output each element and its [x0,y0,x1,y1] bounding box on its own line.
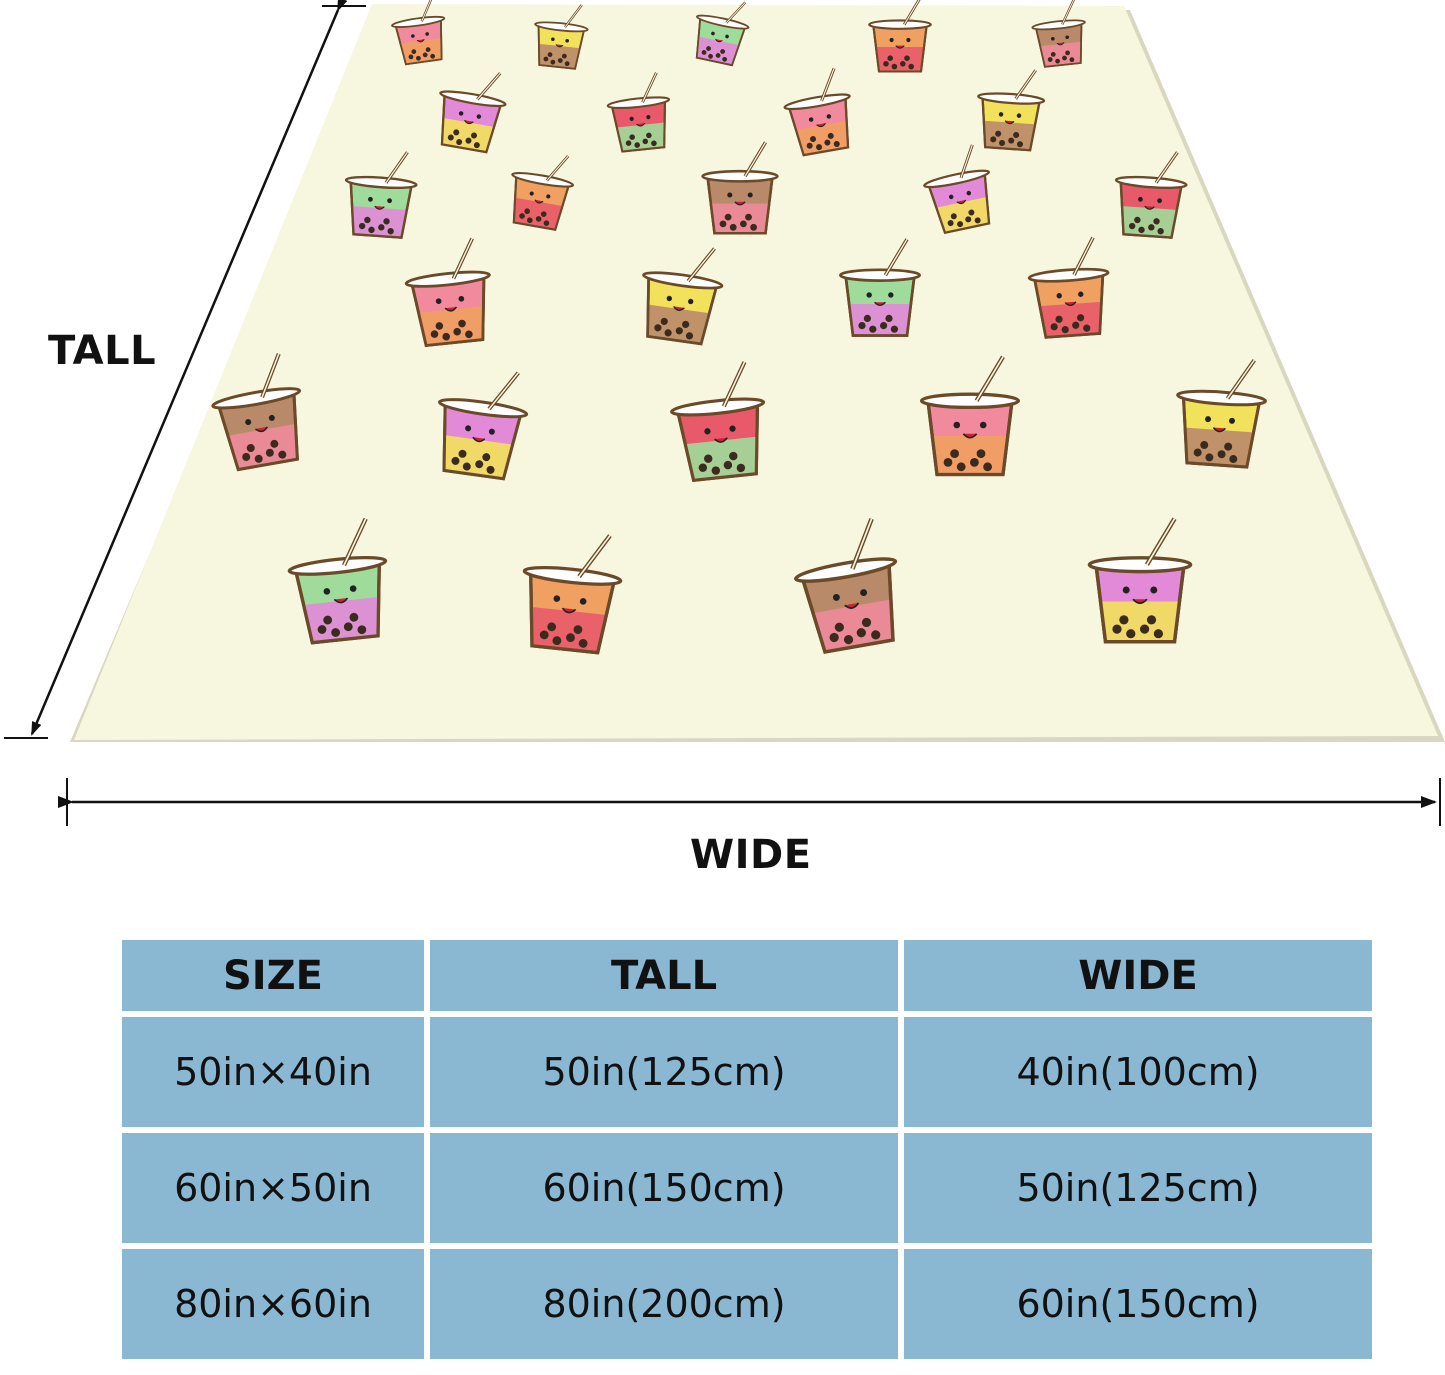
boba-cup-icon [695,1,750,67]
boba-cup-icon [919,355,1021,477]
cell-tall: 50in(125cm) [430,1017,898,1127]
boba-cup-icon [211,353,302,472]
boba-cup-icon [977,69,1046,152]
boba-cup-icon [794,517,898,654]
boba-cup-icon [606,72,671,153]
boba-cup-icon [534,4,589,70]
table-row: 80in×60in 80in(200cm) 60in(150cm) [122,1249,1372,1359]
boba-cup-pattern [211,0,1267,655]
boba-cup-icon [868,0,932,73]
boba-cup-icon [391,0,446,66]
blanket-image [70,0,1445,742]
boba-cup-icon [1176,359,1267,469]
size-table: SIZE TALL WIDE 50in×40in 50in(125cm) 40i… [116,934,1378,1365]
tall-label: TALL [48,328,157,374]
wide-dimension-arrow [58,778,1441,826]
cell-wide: 60in(150cm) [904,1249,1372,1359]
header-size: SIZE [122,940,424,1011]
boba-cup-icon [839,238,921,337]
header-tall: TALL [430,940,898,1011]
boba-cup-icon [287,517,388,645]
boba-cup-icon [1027,236,1110,339]
cell-wide: 50in(125cm) [904,1133,1372,1243]
boba-cup-icon [511,154,575,231]
table-row: 50in×40in 50in(125cm) 40in(100cm) [122,1017,1372,1127]
boba-cup-icon [783,67,851,157]
blanket-figure [4,0,1445,742]
boba-cup-icon [923,144,991,234]
cell-tall: 80in(200cm) [430,1249,898,1359]
table-header-row: SIZE TALL WIDE [122,940,1372,1011]
blanket-surface [74,4,1438,740]
boba-cup-icon [1087,517,1193,644]
cell-tall: 60in(150cm) [430,1133,898,1243]
boba-cup-icon [1031,0,1086,68]
header-wide: WIDE [904,940,1372,1011]
tall-dimension-arrow [4,0,366,739]
cell-wide: 40in(100cm) [904,1017,1372,1127]
table-row: 60in×50in 60in(150cm) 50in(125cm) [122,1133,1372,1243]
boba-cup-icon [1114,151,1188,239]
boba-cup-icon [439,72,507,154]
cell-size: 60in×50in [122,1133,424,1243]
cell-size: 80in×60in [122,1249,424,1359]
boba-cup-icon [344,151,418,239]
boba-cup-icon [701,141,779,235]
boba-cup-icon [642,247,724,346]
wide-label: WIDE [690,832,812,878]
boba-cup-icon [670,361,766,482]
boba-cup-icon [404,237,491,348]
boba-cup-icon [522,534,623,655]
boba-cup-icon [437,371,529,481]
cell-size: 50in×40in [122,1017,424,1127]
